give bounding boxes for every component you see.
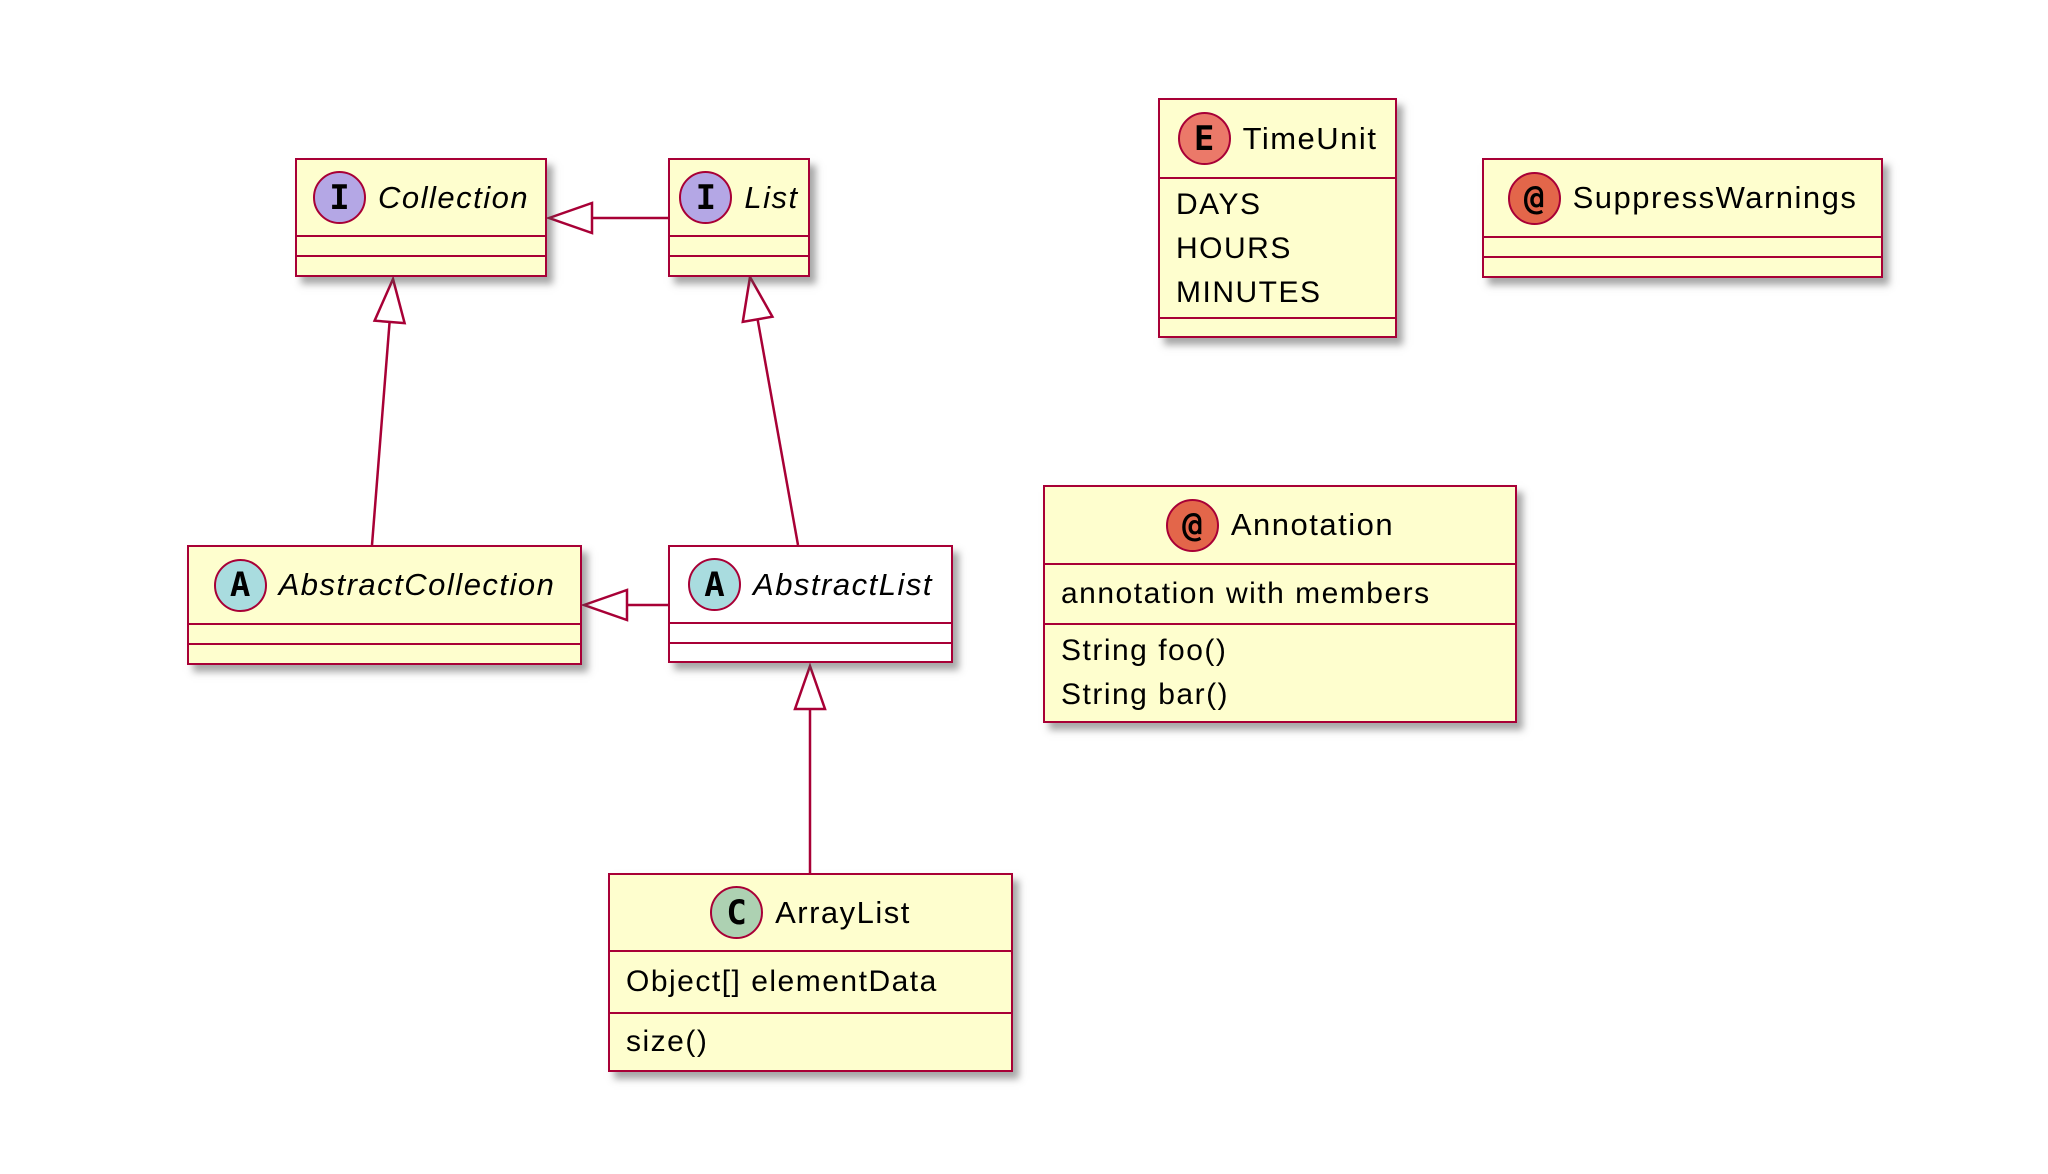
inheritance-triangle-icon <box>545 201 594 235</box>
enum-values-section: DAYS HOURS MINUTES <box>1160 177 1395 317</box>
methods-section <box>670 642 951 661</box>
inheritance-triangle-icon <box>372 275 407 325</box>
enum-spot-icon: E <box>1177 112 1231 165</box>
enum-box-timeunit: E TimeUnit DAYS HOURS MINUTES <box>1158 98 1397 338</box>
class-title-row: A AbstractCollection <box>189 547 580 623</box>
methods-section <box>670 255 808 275</box>
fields-section: Object[] elementData <box>610 950 1011 1012</box>
enum-title-row: E TimeUnit <box>1160 100 1395 177</box>
class-name: List <box>744 179 799 215</box>
class-spot-icon: C <box>710 886 764 939</box>
class-name: AbstractList <box>753 566 933 602</box>
annotation-name: Annotation <box>1230 507 1395 542</box>
methods-section <box>297 255 545 275</box>
inheritance-triangle-icon <box>741 273 775 324</box>
class-name: Collection <box>377 179 530 215</box>
annotation-spot-icon: @ <box>1507 171 1561 225</box>
abstract-spot-icon: A <box>688 558 742 611</box>
annotation-members-section: annotation with members <box>1045 563 1515 623</box>
methods-section <box>1160 317 1395 336</box>
class-title-row: A AbstractList <box>670 547 951 622</box>
class-title-row: C ArrayList <box>610 875 1011 950</box>
enum-name: TimeUnit <box>1242 120 1378 156</box>
class-box-collection: I Collection <box>295 158 547 277</box>
field-item: Object[] elementData <box>626 965 938 998</box>
annotation-spot-icon: @ <box>1165 498 1219 552</box>
edge-abstractcollection-to-collection-line <box>370 321 391 546</box>
annotation-name: SuppressWarnings <box>1572 180 1858 215</box>
enum-value: DAYS <box>1176 188 1262 221</box>
class-box-abstractcollection: A AbstractCollection <box>187 545 582 665</box>
methods-section <box>1484 256 1881 276</box>
methods-section: String foo() String bar() <box>1045 623 1515 721</box>
abstract-spot-icon: A <box>213 558 267 612</box>
class-box-list: I List <box>668 158 810 277</box>
class-box-abstractlist: A AbstractList <box>668 545 953 663</box>
fields-section <box>189 623 580 643</box>
annotation-title-row: @ SuppressWarnings <box>1484 160 1881 236</box>
class-title-row: I Collection <box>297 160 545 235</box>
interface-spot-icon: I <box>312 171 366 224</box>
class-name: ArrayList <box>775 894 911 930</box>
annotation-title-row: @ Annotation <box>1045 487 1515 563</box>
methods-section: size() <box>610 1012 1011 1070</box>
fields-section <box>670 235 808 255</box>
method-item: String bar() <box>1061 678 1230 711</box>
enum-value: MINUTES <box>1176 276 1322 309</box>
methods-section <box>189 643 580 663</box>
method-item: size() <box>626 1025 709 1058</box>
inheritance-triangle-icon <box>793 662 827 711</box>
edge-abstractlist-to-list-line <box>756 319 800 546</box>
enum-value: HOURS <box>1176 232 1292 265</box>
fields-section <box>1484 236 1881 256</box>
annotation-box-annotation: @ Annotation annotation with members Str… <box>1043 485 1517 723</box>
class-title-row: I List <box>670 160 808 235</box>
inheritance-triangle-icon <box>580 588 629 622</box>
class-name: AbstractCollection <box>278 567 556 602</box>
annotation-box-suppresswarnings: @ SuppressWarnings <box>1482 158 1883 278</box>
interface-spot-icon: I <box>679 171 733 224</box>
fields-section <box>670 622 951 642</box>
method-item: String foo() <box>1061 634 1228 667</box>
annotation-member-note: annotation with members <box>1061 577 1431 610</box>
fields-section <box>297 235 545 255</box>
class-box-arraylist: C ArrayList Object[] elementData size() <box>608 873 1013 1072</box>
